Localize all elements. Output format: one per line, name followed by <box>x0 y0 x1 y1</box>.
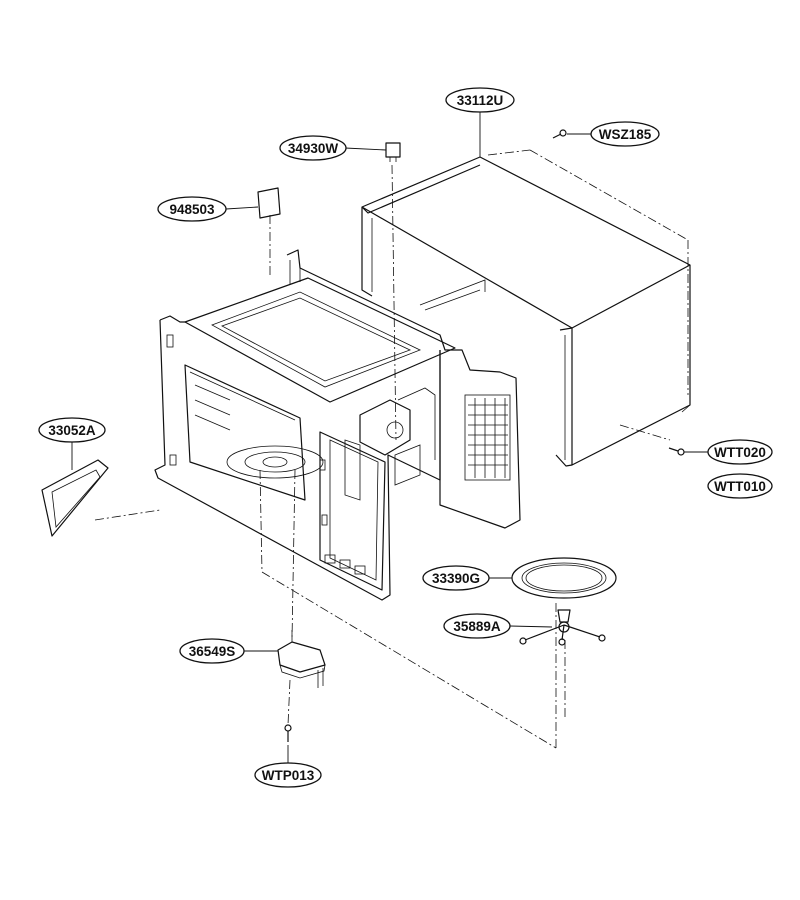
label-33052A: 33052A <box>38 417 106 443</box>
roller-ring <box>519 609 606 646</box>
glass-tray <box>511 557 617 599</box>
screw-top <box>552 129 567 139</box>
label-text: WTT020 <box>714 445 766 460</box>
label-text: 34930W <box>288 141 339 156</box>
cavity-body <box>154 249 521 601</box>
cover-pad <box>257 187 281 219</box>
label-text: 948503 <box>169 202 215 217</box>
turntable-motor <box>277 630 326 688</box>
vent-grille <box>468 398 508 478</box>
screw-side <box>668 447 685 456</box>
switch-part <box>385 142 401 162</box>
label-text: WSZ185 <box>599 127 652 142</box>
label-text: WTP013 <box>262 768 315 783</box>
label-text: 33112U <box>457 93 504 108</box>
label-948503: 948503 <box>157 196 227 222</box>
screw-motor <box>284 724 292 742</box>
label-WTT010: WTT010 <box>707 473 773 499</box>
assembly-dash-lines <box>94 149 689 749</box>
label-WTT020: WTT020 <box>707 439 773 465</box>
label-33112U: 33112U <box>445 87 515 113</box>
label-text: WTT010 <box>714 479 766 494</box>
leader-lines <box>71 112 710 763</box>
label-text: 36549S <box>189 644 236 659</box>
label-text: 33390G <box>432 571 480 586</box>
label-WTP013: WTP013 <box>254 762 322 788</box>
side-plate <box>41 459 109 537</box>
label-35889A: 35889A <box>443 613 511 639</box>
label-33390G: 33390G <box>422 565 490 591</box>
label-34930W: 34930W <box>279 135 347 161</box>
outer-case <box>361 156 691 467</box>
label-text: 33052A <box>48 423 96 438</box>
label-36549S: 36549S <box>179 638 245 664</box>
label-WSZ185: WSZ185 <box>590 121 660 147</box>
label-text: 35889A <box>453 619 501 634</box>
